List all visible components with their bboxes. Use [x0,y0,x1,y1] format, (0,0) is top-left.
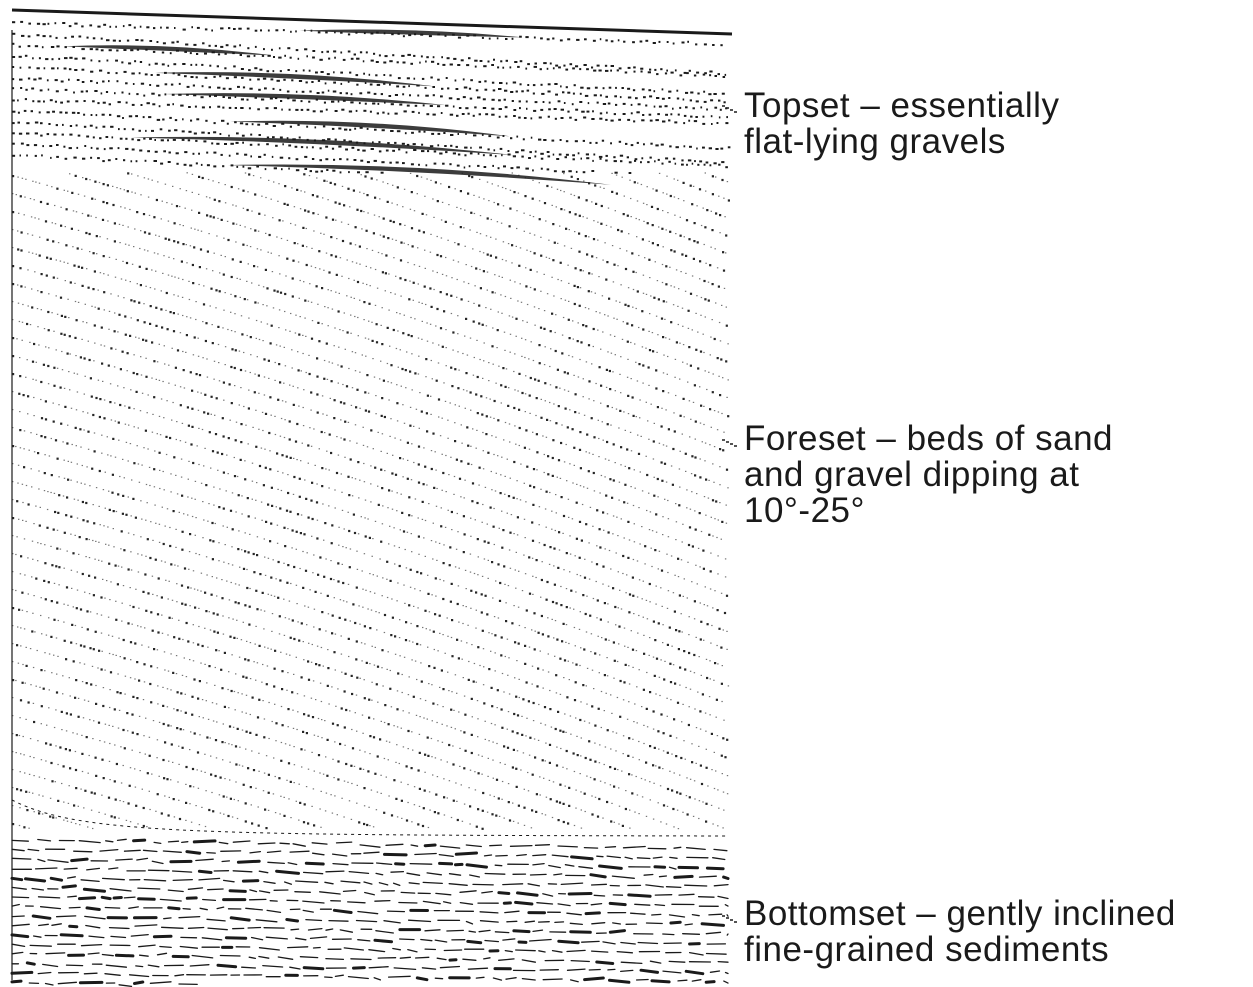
foreset-bed [12,283,727,524]
foreset-bed [12,499,728,741]
topset-bed [12,66,726,103]
foreset-bed [12,391,728,632]
topset-bed [12,33,726,76]
topset-label: Topset – essentially flat-lying gravels [744,88,1059,160]
foreset-bed [361,174,728,308]
foreset-bed [12,787,148,827]
foreset-bed [245,172,729,344]
topset-bed [12,98,728,125]
bottomset-bed [12,839,727,850]
foreset-bed [12,265,727,506]
foreset-bed [69,173,728,398]
leader-marks [722,106,737,922]
foreset-bed [187,172,728,362]
bottomset-bed [12,963,728,974]
topset-layer [12,10,732,980]
bottomset-label-line-2: fine-grained sediments [744,932,1176,968]
foreset-bed [12,661,532,828]
foreset-bed [462,173,725,272]
foreset-label-line-2: and gravel dipping at [744,457,1113,493]
foreset-bed [12,427,723,666]
topset-leader [722,106,737,112]
foreset-bed [12,625,631,829]
bottomset-bed [12,858,723,869]
topset-bed [12,43,725,78]
foreset-bed [12,607,679,829]
foreset-label-line-3: 10°-25° [744,493,1113,529]
bottomset-layer [12,839,728,986]
topset-bed [12,132,728,168]
foreset-bed [12,805,93,829]
topset-bed [12,55,725,95]
bottomset-bed [12,972,728,983]
bottomset-label-line-1: Bottomset – gently inclined [744,896,1176,932]
foreset-bed [611,173,725,218]
foreset-bed [12,229,728,471]
foreset-bed [127,172,729,380]
foreset-bed [12,463,723,702]
foreset-label: Foreset – beds of sand and gravel dippin… [744,421,1113,529]
topset-label-line-1: Topset – essentially [744,88,1059,124]
bottomset-bed [12,944,726,955]
foreset-bed [12,823,30,829]
foreset-layer [12,172,730,836]
foreset-bed [705,172,729,182]
foreset-bed [410,173,725,289]
foreset-bed [12,643,582,829]
bottomset-bed [12,952,728,963]
foreset-bed [512,172,727,253]
foreset-bed [12,571,725,811]
foreset-bed [12,553,728,794]
foreset-bed [12,769,206,827]
foreset-leader [722,440,737,446]
foreset-bed [12,247,729,488]
foreset-bed [659,173,730,202]
foreset-bed [12,319,726,560]
foreset-bed [12,445,729,687]
bottomset-bed [12,905,728,918]
bottomset-bed [12,896,728,906]
foreset-bed [12,337,726,578]
foreset-bed [12,589,724,829]
bottomset-bed [12,935,725,945]
topset-bed [12,154,611,184]
bottomset-bed [12,981,197,986]
bottomset-label: Bottomset – gently inclined fine-grained… [744,896,1176,968]
foreset-bed [12,481,725,721]
bottomset-bed [12,924,728,935]
foreset-bed [12,535,728,776]
bottomset-bed [12,849,725,859]
bottomset-bed [12,916,724,926]
foreset-bed [303,173,728,327]
foreset-bed [12,175,729,417]
foreset-bed [12,733,322,828]
foreset-bed [12,211,724,451]
foreset-label-line-1: Foreset – beds of sand [744,421,1113,457]
bottomset-leader [722,916,737,922]
foreset-bed [12,409,728,650]
topset-label-line-2: flat-lying gravels [744,124,1059,160]
topset-bed [12,21,723,46]
foreset-bed [12,715,374,827]
bottomset-bed [12,877,728,888]
foreset-bed [12,697,429,828]
foreset-bed [12,301,722,540]
